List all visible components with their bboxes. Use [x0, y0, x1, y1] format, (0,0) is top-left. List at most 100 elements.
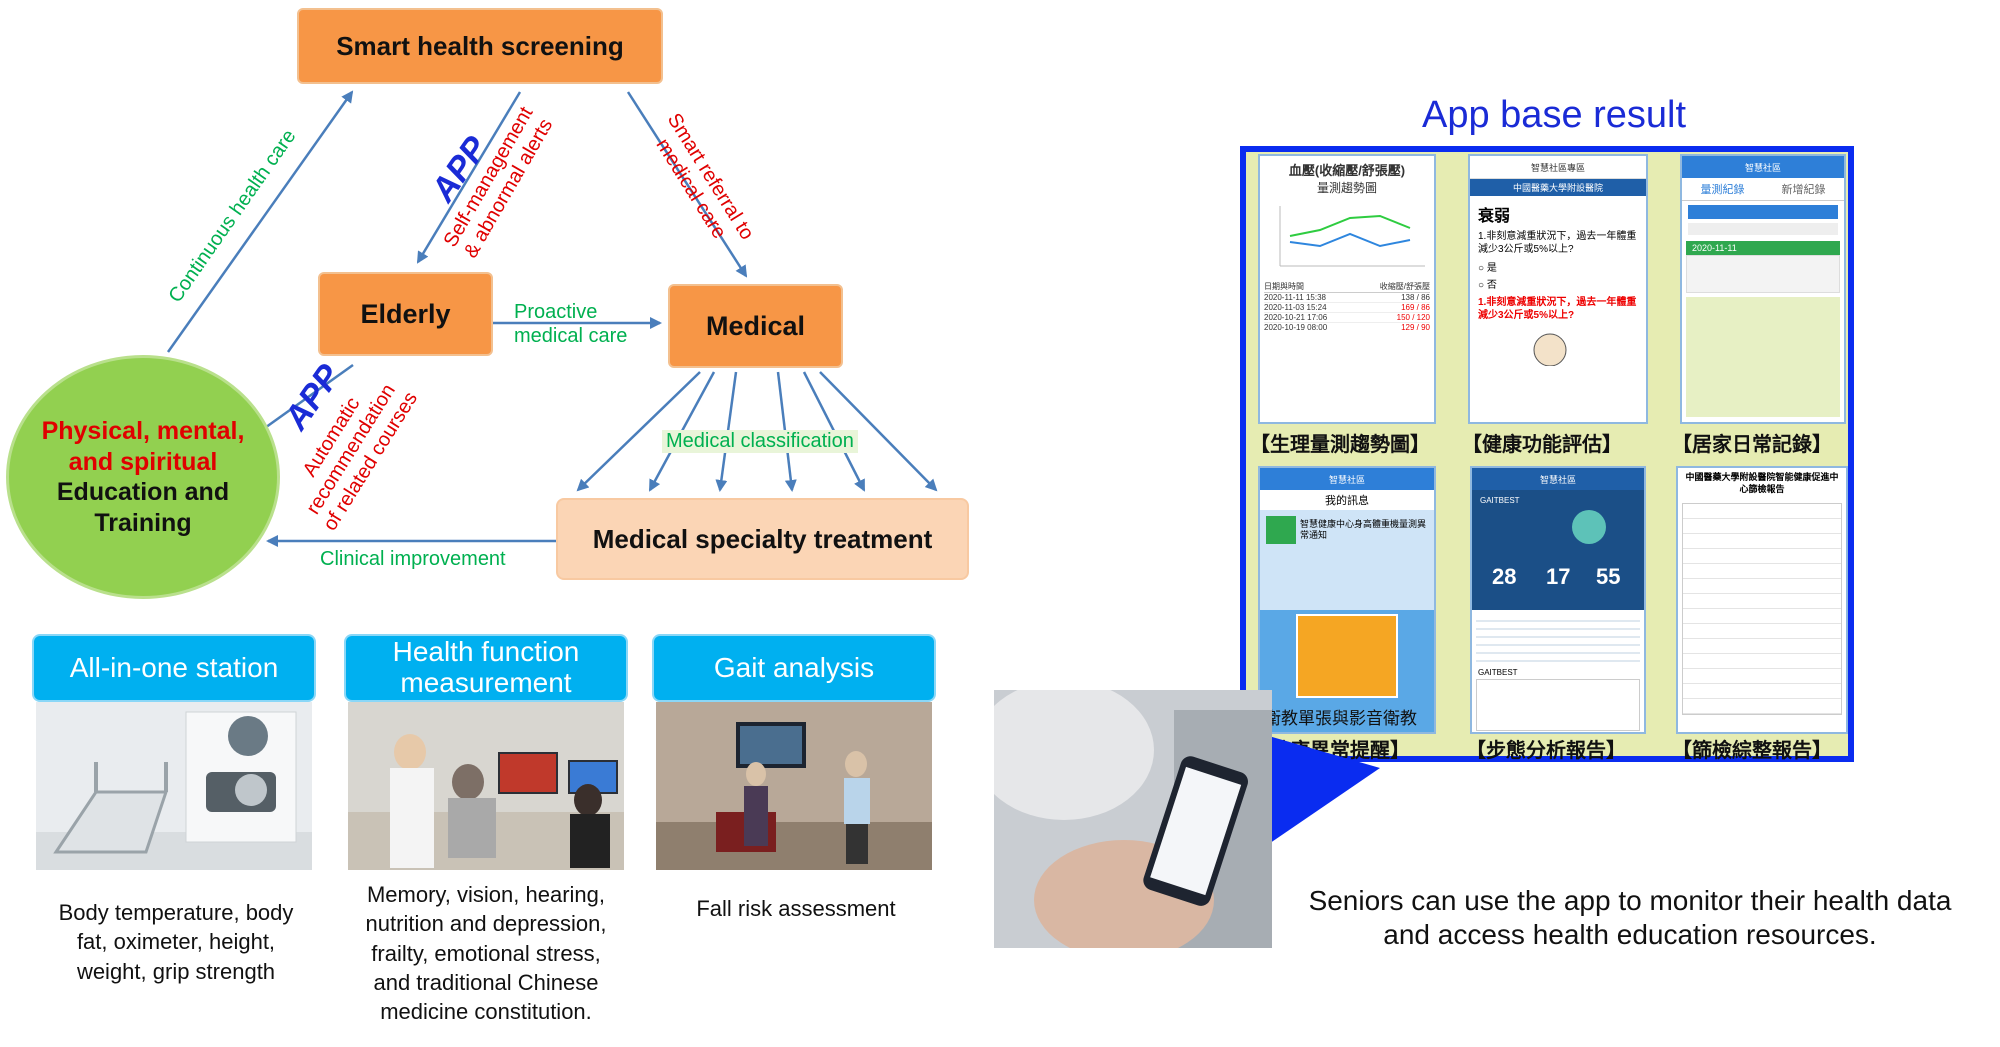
card2-title-line1: Health function — [392, 636, 580, 668]
card1-title-line1: All-in-one station — [69, 651, 279, 683]
screen1-col-date: 日期與時間 — [1264, 282, 1304, 291]
screen2-option-no[interactable]: ○ 否 — [1478, 280, 1497, 291]
card2-caption-line1: Memory, vision, hearing, — [366, 882, 605, 907]
node-smart-health-screening-label: Smart health screening — [336, 30, 624, 61]
screen5-score2: 17 — [1546, 564, 1571, 589]
card3-caption: Fall risk assessment — [640, 894, 952, 923]
card3-title-line1: Gait analysis — [713, 651, 875, 683]
screen4-app-icon — [1266, 516, 1296, 544]
screen3-date-row: 2020-11-11 — [1686, 241, 1840, 255]
node-elderly: Elderly — [318, 272, 493, 356]
screen3-filter-bar — [1688, 205, 1838, 219]
screen5-tag: GAITBEST — [1480, 496, 1520, 505]
screen4-messages-title: 我的訊息 — [1260, 490, 1434, 510]
arrow-screening-to-elderly — [416, 91, 522, 264]
screen2-frailty-label: 衰弱 — [1478, 208, 1511, 225]
screen5-caption-text: 【步態分析報告】 — [1466, 738, 1626, 762]
screen1-caption: 【生理量測趨勢圖】 — [1250, 428, 1430, 457]
gait-illustration — [656, 702, 932, 870]
card3-caption-line1: Fall risk assessment — [696, 896, 896, 921]
app-screen-trend-chart: 血壓(收縮壓/舒張壓) 量測趨勢圖 日期與時間 收縮壓/舒張壓 2020-11-1… — [1258, 154, 1436, 424]
screen2-question-highlight: 1.非刻意減重狀況下，過去一年體重減少3公斤或5%以上? — [1478, 297, 1637, 321]
card2-caption: Memory, vision, hearing, nutrition and d… — [330, 880, 642, 1026]
screen5-gait-graph — [1476, 679, 1640, 731]
screen1-header: 血壓(收縮壓/舒張壓) — [1288, 163, 1406, 178]
card-title-all-in-one-station: All-in-one station — [32, 634, 316, 702]
screen3-header: 智慧社區 — [1682, 156, 1844, 178]
screen5-summary-panel: GAITBEST 28 17 55 — [1472, 490, 1644, 610]
app-panel-description: Seniors can use the app to monitor their… — [1260, 884, 2000, 951]
node-elderly-label: Elderly — [360, 298, 451, 329]
arrow-medical-to-specialty-1 — [576, 371, 701, 492]
card-title-health-function-measurement: Health function measurement — [344, 634, 628, 702]
card1-caption: Body temperature, body fat, oximeter, he… — [20, 898, 332, 986]
arrow-education-to-screening — [166, 90, 354, 353]
screen4-message-body — [1260, 550, 1434, 610]
app-panel-description-line2: and access health education resources. — [1383, 918, 1877, 950]
screen1-row4-value: 129 / 90 — [1401, 323, 1430, 332]
screen4-education-thumbnail[interactable] — [1296, 614, 1398, 698]
card2-caption-line5: medicine constitution. — [380, 999, 592, 1024]
screen3-caption-text: 【居家日常記錄】 — [1672, 432, 1832, 456]
screen2-caption-text: 【健康功能評估】 — [1462, 432, 1622, 456]
screen1-col-value: 收縮壓/舒張壓 — [1379, 282, 1430, 291]
screen5-caption: 【步態分析報告】 — [1466, 734, 1626, 763]
label-clinical-improvement: Clinical improvement — [320, 548, 506, 571]
arrow-screening-to-medical — [626, 91, 748, 278]
screen5-score3: 55 — [1596, 564, 1621, 589]
screen2-question: 1.非刻意減重狀況下，過去一年體重減少3公斤或5%以上? — [1478, 231, 1637, 255]
label-proactive-line2: medical care — [514, 325, 628, 347]
screen1-row1-date: 2020-11-11 15:38 — [1264, 293, 1326, 302]
label-medical-classification: Medical classification — [662, 430, 858, 453]
screen6-caption-text: 【篩檢綜整報告】 — [1672, 738, 1832, 762]
screen1-sub: 量測趨勢圖 — [1316, 181, 1377, 195]
screen2-option-yes-label: 是 — [1486, 263, 1497, 274]
screen2-hospital: 中國醫藥大學附設醫院 — [1470, 179, 1646, 196]
arrow-medical-to-specialty-6 — [819, 371, 938, 492]
node-smart-health-screening: Smart health screening — [297, 8, 663, 84]
screen3-tab-records[interactable]: 量測紀錄 — [1700, 184, 1745, 196]
screen3-period-bar — [1688, 223, 1838, 235]
node-education-training: Physical, mental, and spiritual Educatio… — [6, 355, 280, 599]
screen1-row3-date: 2020-10-21 17:06 — [1264, 313, 1328, 322]
screen1-row4-date: 2020-10-19 08:00 — [1264, 323, 1328, 332]
label-proactive-line1: Proactive — [514, 301, 598, 323]
card2-title-line2: measurement — [400, 667, 572, 698]
screen3-tab-new-record[interactable]: 新增紀錄 — [1781, 184, 1826, 196]
app-screen-health-function: 智慧社區專區 中國醫藥大學附設醫院 衰弱 1.非刻意減重狀況下，過去一年體重減少… — [1468, 154, 1648, 424]
screen1-mini-chart — [1279, 206, 1425, 267]
screen1-caption-text: 【生理量測趨勢圖】 — [1250, 432, 1430, 456]
photo-health-function-measurement — [348, 702, 624, 870]
arrow-elderly-to-education — [253, 363, 354, 437]
screen6-header: 中國醫藥大學附設醫院智能健康促進中心篩檢報告 — [1685, 472, 1839, 494]
screen4-header: 智慧社區 — [1260, 468, 1434, 490]
screen2-option-no-label: 否 — [1486, 280, 1497, 291]
senior-phone-illustration — [994, 690, 1272, 948]
screen4-footer: 衛教單張與影音衛教 — [1264, 709, 1417, 728]
photo-all-in-one-station — [36, 702, 312, 870]
card2-caption-line3: frailty, emotional stress, — [371, 940, 601, 966]
screen5-header: 智慧社區 — [1472, 468, 1644, 490]
screen5-score1: 28 — [1492, 564, 1517, 589]
screen1-row2-date: 2020-11-03 15:24 — [1264, 303, 1327, 312]
node-medical-label: Medical — [705, 310, 806, 341]
screen2-header: 智慧社區專區 — [1470, 156, 1646, 179]
app-screen-summary-report: 中國醫藥大學附設醫院智能健康促進中心篩檢報告 — [1676, 466, 1848, 734]
screen6-report-table — [1682, 503, 1842, 716]
screen1-row1-value: 138 / 86 — [1401, 293, 1430, 302]
screen3-record-entry[interactable] — [1686, 255, 1840, 293]
node-medical: Medical — [668, 284, 843, 368]
screen2-caption: 【健康功能評估】 — [1462, 428, 1622, 457]
education-label-line2: and spiritual — [68, 447, 218, 476]
screen3-caption: 【居家日常記錄】 — [1672, 428, 1832, 457]
label-proactive-medical-care: Proactive medical care — [514, 300, 627, 348]
screen2-option-yes[interactable]: ○ 是 — [1478, 263, 1497, 274]
screen5-table — [1476, 614, 1640, 664]
photo-gait-analysis — [656, 702, 932, 870]
card2-caption-line2: nutrition and depression, — [365, 911, 607, 937]
screen3-empty-area — [1686, 297, 1840, 417]
app-screen-abnormal-alert: 智慧社區 我的訊息 智慧健康中心身高體重機量測異常通知 衛教單張與影音衛教 — [1258, 466, 1436, 734]
app-screen-gait-report: 智慧社區 GAITBEST 28 17 55 GAITBEST — [1470, 466, 1646, 734]
